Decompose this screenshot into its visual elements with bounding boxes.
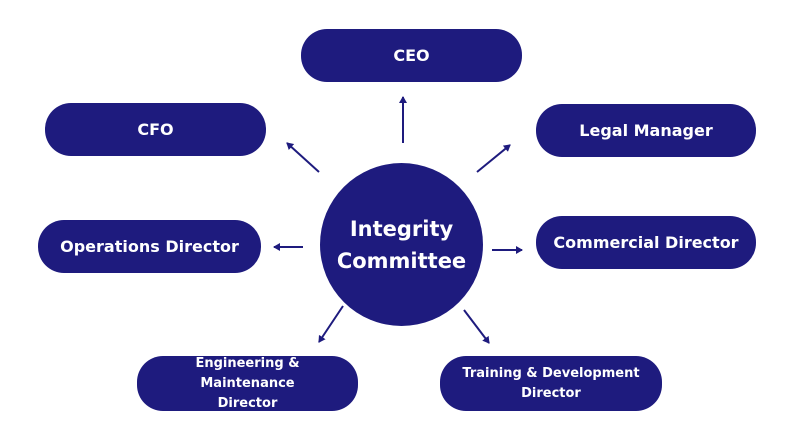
arrow-to-legal-manager [476, 144, 511, 173]
ceo-node: CEO [301, 29, 522, 82]
cfo-label: CFO [137, 120, 174, 139]
legal-manager-node: Legal Manager [536, 104, 756, 157]
engineering-label-line2: Director [217, 395, 278, 411]
commercial-director-node: Commercial Director [536, 216, 756, 269]
engineering-director-node: Engineering & Maintenance Director [137, 356, 358, 411]
center-label-line1: Integrity [349, 216, 454, 241]
integrity-committee-node: Integrity Committee [320, 163, 483, 326]
arrow-to-cfo [286, 142, 320, 173]
center-label-line2: Committee [336, 248, 467, 273]
cfo-node: CFO [45, 103, 266, 156]
arrow-to-training-director [463, 309, 490, 344]
operations-director-label: Operations Director [60, 237, 239, 256]
operations-director-node: Operations Director [38, 220, 261, 273]
legal-manager-label: Legal Manager [579, 121, 713, 140]
training-label-line2: Director [521, 385, 581, 401]
arrow-to-engineering-director [318, 305, 344, 343]
training-label-line1: Training & Development [462, 365, 640, 381]
ceo-label: CEO [393, 46, 430, 65]
training-director-node: Training & Development Director [440, 356, 662, 411]
commercial-director-label: Commercial Director [553, 233, 739, 252]
engineering-label-line1: Engineering & Maintenance [195, 355, 300, 391]
